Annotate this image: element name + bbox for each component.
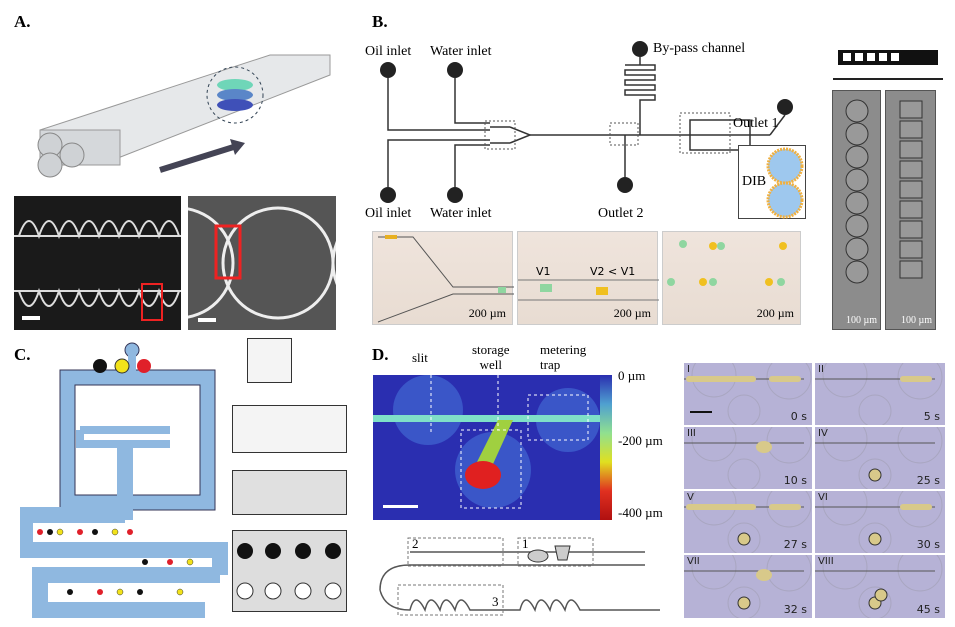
- scale-bar: [690, 411, 712, 413]
- timelapse-frame: III 10 s: [683, 426, 813, 490]
- timelapse-frame: IV 25 s: [814, 426, 946, 490]
- panel-a-label: A.: [14, 12, 31, 31]
- micrograph-a-left: [14, 196, 181, 330]
- frame-drawing: [684, 491, 812, 553]
- outlet-1-label: Outlet 1: [733, 116, 779, 131]
- frame-time: 25 s: [916, 474, 940, 487]
- timelapse-frame: VI 30 s: [814, 490, 946, 554]
- outlet-2-label: Outlet 2: [598, 206, 644, 221]
- dib-label: DIB: [742, 174, 767, 189]
- micrograph-b-dib-chain-2: 100 µm: [885, 90, 936, 330]
- timelapse-frame: V 27 s: [683, 490, 813, 554]
- c-inset-merging: [232, 470, 347, 515]
- depth-heatmap: [373, 375, 600, 520]
- droplet-network-chip-schematic: [380, 41, 793, 203]
- micrograph-b-dib-chain-1: 100 µm: [832, 90, 881, 330]
- capillary-schematic: [37, 54, 331, 178]
- v2-label: V2 < V1: [590, 265, 636, 278]
- colorbar: [600, 375, 612, 520]
- frame-number: I: [687, 364, 690, 375]
- scale-bar-label: 100 µm: [900, 315, 932, 326]
- timelapse-frame: I 0 s: [683, 362, 813, 426]
- c-inset-junction: [247, 338, 292, 383]
- frame-number: VII: [687, 556, 700, 567]
- droplet: [868, 468, 882, 482]
- region-3-label: 3: [492, 594, 499, 609]
- panel-d-label: D.: [372, 345, 389, 364]
- colorbar-label-200: -200 µm: [618, 433, 663, 448]
- frame-time: 45 s: [916, 603, 940, 616]
- frame-drawing: [815, 491, 943, 553]
- metering-text: metering: [540, 342, 587, 357]
- droplet: [686, 504, 756, 510]
- trap-text: trap: [540, 357, 561, 372]
- droplet: [868, 532, 882, 546]
- colorbar-label-0: 0 µm: [618, 368, 646, 383]
- frame-number: III: [687, 428, 696, 439]
- c-inset-packed-droplets: [232, 530, 347, 612]
- scale-bar-label: 200 µm: [613, 306, 651, 320]
- frame-time: 30 s: [916, 538, 940, 551]
- frame-drawing: [684, 427, 812, 489]
- frame-number: V: [687, 492, 694, 503]
- droplet-generator-schematic: [20, 342, 228, 618]
- slit-label: slit: [412, 350, 428, 365]
- frame-drawing: [815, 363, 943, 425]
- micrograph-b-junction: 200 µm: [372, 231, 514, 325]
- arrow-icon: [159, 142, 241, 173]
- scale-bar-label: 100 µm: [845, 315, 877, 326]
- timelapse-frame: II 5 s: [814, 362, 946, 426]
- micrograph-b-traps: 200 µm: [662, 231, 801, 325]
- droplet: [686, 376, 756, 382]
- timelapse-frame: VII 32 s: [683, 554, 813, 619]
- water-inlet-top-label: Water inlet: [430, 44, 492, 59]
- droplet: [769, 376, 801, 382]
- micrograph-b-velocity: V1 V2 < V1 200 µm: [517, 231, 659, 325]
- trap-array-schematic: [379, 537, 660, 616]
- region-2-label: 2: [412, 536, 419, 551]
- frame-time: 10 s: [783, 474, 807, 487]
- dib-inset: DIB: [738, 145, 806, 219]
- water-inlet-bottom-label: Water inlet: [430, 206, 492, 221]
- bypass-channel-label: By-pass channel: [653, 41, 746, 56]
- panel-b-label: B.: [372, 12, 388, 31]
- frame-time: 5 s: [923, 410, 940, 423]
- frame-number: IV: [818, 428, 828, 439]
- droplet: [737, 596, 751, 610]
- scale-bar-label: 200 µm: [756, 306, 794, 320]
- c-inset-droplets: [232, 405, 347, 453]
- droplet: [756, 441, 772, 453]
- droplet: [737, 532, 751, 546]
- well-text: well: [479, 357, 502, 372]
- frame-number: VI: [818, 492, 828, 503]
- panel-c-label: C.: [14, 345, 31, 364]
- scale-bar-label: 200 µm: [468, 306, 506, 320]
- droplet: [900, 376, 932, 382]
- droplet: [900, 504, 932, 510]
- oil-inlet-bottom-label: Oil inlet: [365, 206, 412, 221]
- frame-drawing: [815, 555, 943, 618]
- frame-number: VIII: [818, 556, 834, 567]
- timelapse-frame: VIII 45 s: [814, 554, 946, 619]
- droplet: [874, 588, 888, 602]
- region-1-label: 1: [522, 536, 529, 551]
- frame-time: 27 s: [783, 538, 807, 551]
- colorbar-label-400: -400 µm: [618, 505, 663, 520]
- v1-label: V1: [536, 265, 551, 278]
- timelapse-grid: I 0 s II 5 s III 10 s IV 25 s V 27 s VI 30 s V…: [683, 362, 946, 619]
- frame-drawing: [684, 555, 812, 618]
- frame-time: 0 s: [790, 410, 807, 423]
- storage-text: storage: [472, 342, 510, 357]
- micrograph-a-right: [188, 196, 336, 330]
- droplet: [769, 504, 801, 510]
- frame-time: 32 s: [783, 603, 807, 616]
- frame-drawing: [815, 427, 943, 489]
- trap-array-detail: [833, 35, 943, 80]
- frame-number: II: [818, 364, 824, 375]
- droplet: [756, 569, 772, 581]
- oil-inlet-top-label: Oil inlet: [365, 44, 412, 59]
- frame-drawing: [684, 363, 812, 425]
